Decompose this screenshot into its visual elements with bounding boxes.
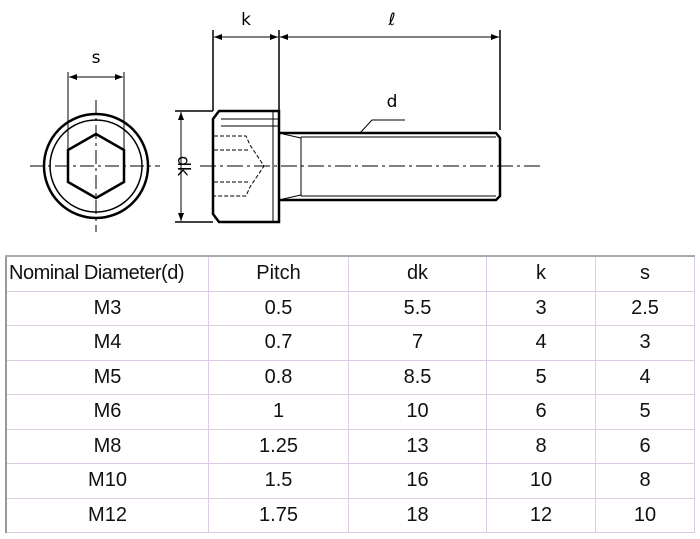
cell-k: 5 [486, 359, 596, 395]
cell-pitch: 0.8 [208, 359, 349, 395]
cell-s: 3 [595, 325, 695, 361]
label-dk: dk [173, 156, 193, 177]
cell-pitch: 0.5 [208, 290, 349, 326]
cell-s: 4 [595, 359, 695, 395]
cell-s: 10 [595, 497, 695, 533]
cell-k: 12 [486, 497, 596, 533]
table-header-row: Nominal Diameter(d) Pitch dk k s [5, 255, 695, 292]
header-pitch: Pitch [208, 255, 349, 292]
cell-dk: 10 [348, 394, 487, 430]
cell-nominal-diameter: M12 [5, 497, 209, 533]
label-d: d [387, 92, 398, 112]
cell-s: 6 [595, 428, 695, 464]
header-dk: dk [348, 255, 487, 292]
cell-s: 5 [595, 394, 695, 430]
cell-pitch: 1.75 [208, 497, 349, 533]
cell-pitch: 1.5 [208, 463, 349, 499]
end-view [30, 72, 160, 232]
cell-dk: 7 [348, 325, 487, 361]
screw-shank [200, 131, 540, 202]
header-nominal-diameter: Nominal Diameter(d) [5, 255, 209, 292]
cell-nominal-diameter: M6 [5, 394, 209, 430]
label-k: k [241, 10, 251, 30]
socket-head-cap-screw-drawing: s k ℓ d dk [30, 10, 540, 232]
cell-nominal-diameter: M4 [5, 325, 209, 361]
cell-k: 8 [486, 428, 596, 464]
header-k: k [486, 255, 596, 292]
header-s: s [595, 255, 695, 292]
cell-s: 8 [595, 463, 695, 499]
cell-dk: 18 [348, 497, 487, 533]
cell-k: 4 [486, 325, 596, 361]
cell-s: 2.5 [595, 290, 695, 326]
cell-dk: 8.5 [348, 359, 487, 395]
cell-k: 6 [486, 394, 596, 430]
cell-nominal-diameter: M3 [5, 290, 209, 326]
label-l: ℓ [387, 10, 395, 30]
cell-nominal-diameter: M5 [5, 359, 209, 395]
cell-pitch: 1.25 [208, 428, 349, 464]
cell-pitch: 0.7 [208, 325, 349, 361]
cell-pitch: 1 [208, 394, 349, 430]
cell-k: 3 [486, 290, 596, 326]
cell-dk: 5.5 [348, 290, 487, 326]
cell-dk: 16 [348, 463, 487, 499]
label-s: s [92, 48, 101, 68]
cell-dk: 13 [348, 428, 487, 464]
cell-nominal-diameter: M8 [5, 428, 209, 464]
cell-nominal-diameter: M10 [5, 463, 209, 499]
cell-k: 10 [486, 463, 596, 499]
